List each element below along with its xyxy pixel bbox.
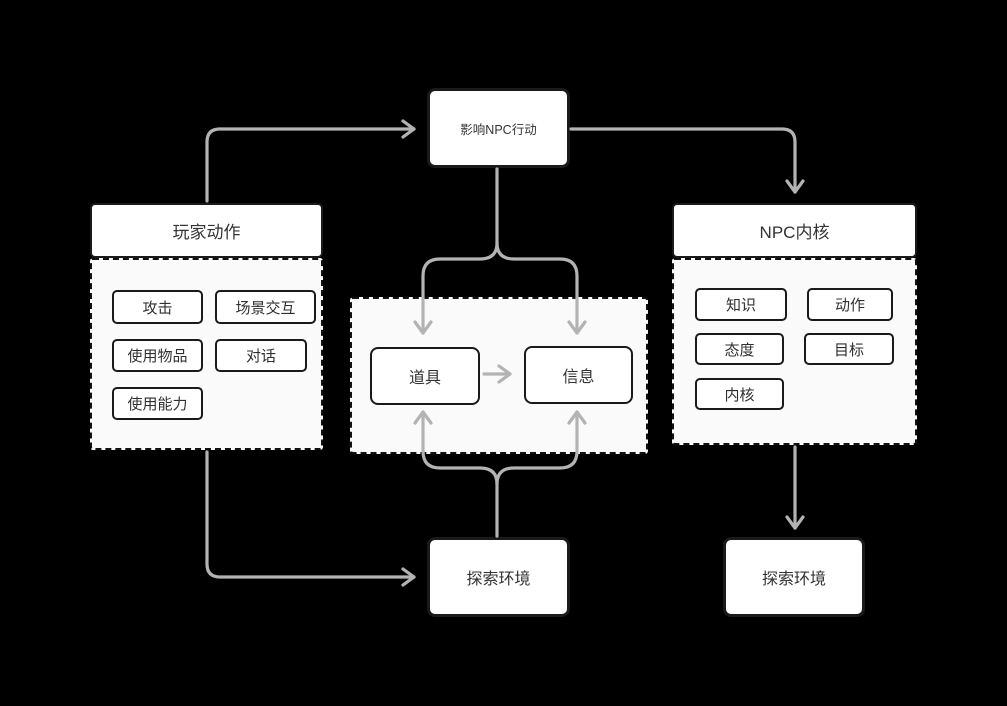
npc-core-title: NPC内核 [672, 203, 917, 258]
node-influence-npc-action: 影响NPC行动 [427, 88, 570, 168]
node-info: 信息 [524, 346, 633, 404]
node-goal: 目标 [804, 333, 894, 365]
node-action: 动作 [807, 288, 893, 321]
node-dialogue: 对话 [215, 339, 307, 372]
player-actions-panel: 攻击 场景交互 使用物品 对话 使用能力 [90, 258, 323, 450]
node-attitude: 态度 [695, 333, 784, 365]
player-actions-title: 玩家动作 [90, 203, 323, 258]
node-attack: 攻击 [112, 290, 203, 324]
edge-player-actions-to-influence [205, 119, 416, 203]
node-explore-env-center: 探索环境 [427, 537, 570, 617]
node-explore-env-right: 探索环境 [723, 537, 865, 617]
node-use-ability: 使用能力 [112, 387, 203, 420]
edge-influence-to-npc-core [569, 127, 805, 194]
node-core: 内核 [695, 378, 784, 410]
node-use-item: 使用物品 [112, 339, 203, 372]
node-knowledge: 知识 [695, 288, 787, 321]
node-props: 道具 [370, 347, 480, 405]
node-scene-interaction: 场景交互 [215, 290, 316, 324]
edge-player-actions-to-explore [205, 450, 416, 587]
npc-core-panel: 知识 动作 态度 目标 内核 [672, 258, 917, 445]
exchange-panel: 道具 信息 [350, 297, 648, 454]
